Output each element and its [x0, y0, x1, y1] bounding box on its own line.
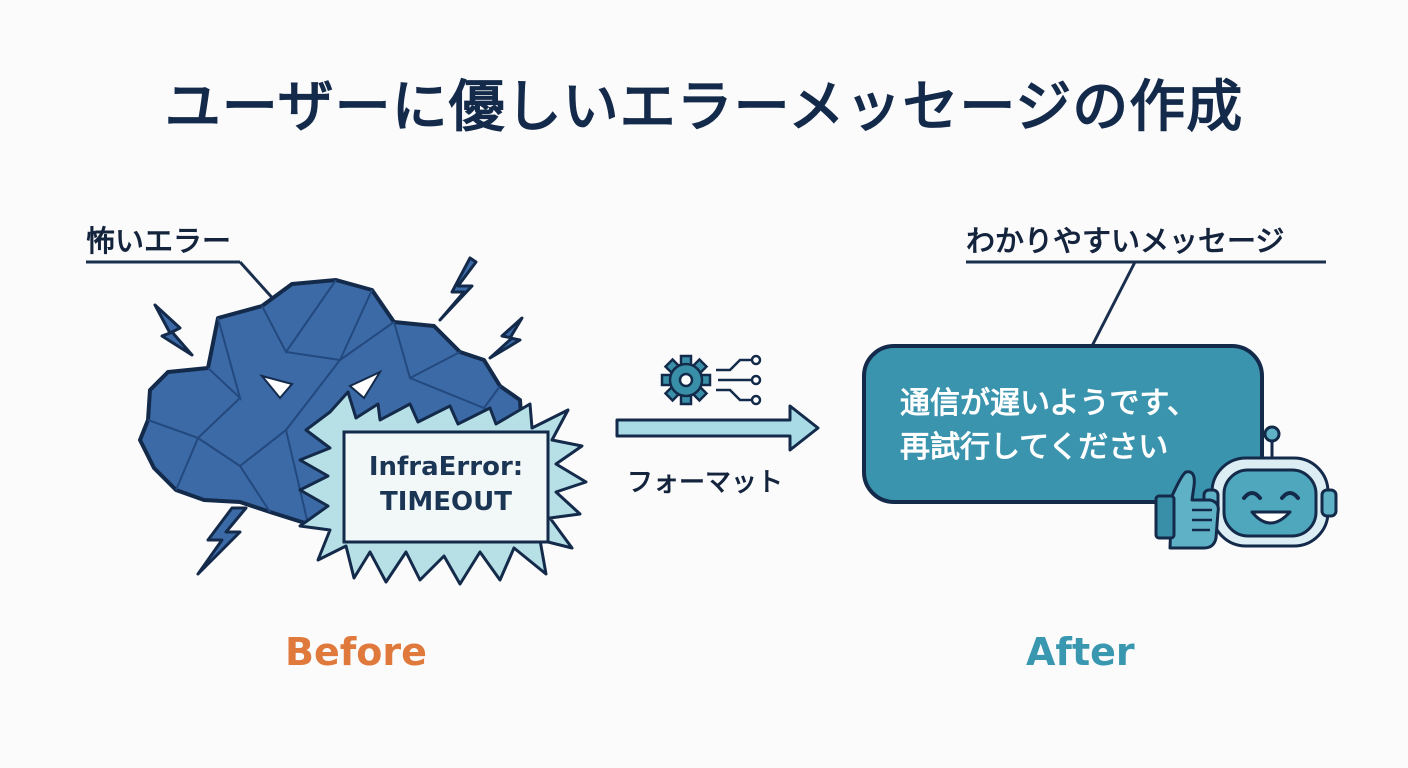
message-line2: 再試行してください — [900, 430, 1169, 465]
after-leader-line — [966, 260, 1326, 347]
before-leader-line — [86, 260, 287, 314]
smiling-robot-icon — [1202, 425, 1338, 548]
transform-label: フォーマット — [627, 468, 784, 498]
before-label: 怖いエラー — [86, 224, 232, 258]
error-message-text: InfraError: TIMEOUT — [344, 450, 548, 520]
before-tag: Before — [285, 630, 427, 674]
after-tag: After — [1026, 630, 1135, 674]
friendly-message-text: 通信が遅いようです、 再試行してください — [900, 382, 1230, 470]
thumbs-up-icon — [1154, 470, 1220, 550]
error-message-box — [342, 430, 550, 544]
page-title: ユーザーに優しいエラーメッセージの作成 — [164, 75, 1244, 140]
after-label: わかりやすいメッセージ — [966, 224, 1285, 258]
gear-icon — [660, 354, 712, 406]
transform-arrow — [615, 404, 820, 452]
friendly-message-bubble — [862, 344, 1264, 504]
error-text-line1: InfraError: — [368, 452, 524, 482]
lightning-bolt-icon — [153, 256, 524, 576]
circuit-lines-icon — [716, 354, 762, 406]
message-line1: 通信が遅いようです、 — [900, 386, 1197, 421]
error-text-line2: TIMEOUT — [380, 487, 512, 517]
